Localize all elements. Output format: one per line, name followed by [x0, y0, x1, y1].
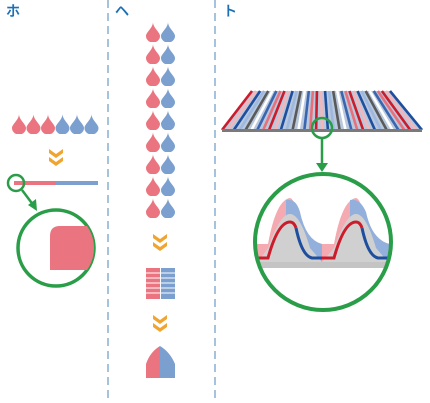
ho-magnifier-arrowhead	[28, 199, 37, 211]
he-drop-column	[146, 22, 175, 218]
to-stripe	[244, 90, 270, 131]
he-drop-blue	[161, 198, 175, 218]
to-stripe	[384, 90, 418, 131]
to-stripe	[308, 90, 315, 131]
to-stripe	[331, 90, 341, 131]
to-stripe	[261, 90, 282, 131]
to-magnifier-arrowhead	[316, 163, 328, 172]
ho-drop-blue	[84, 114, 99, 134]
he-striped-block	[146, 268, 175, 299]
to-stripe	[376, 90, 406, 131]
to-stripe	[356, 90, 377, 131]
to-stripe	[360, 90, 382, 131]
to-stripe	[327, 90, 336, 131]
he-drop-red	[146, 110, 160, 130]
to-stripe	[372, 90, 400, 131]
to-stripe	[380, 90, 412, 131]
to-stripe	[297, 90, 307, 131]
to-stripe	[285, 90, 298, 131]
he-drop-blue	[161, 176, 175, 196]
ho-magnifier-small	[6, 173, 26, 193]
to-stripe	[335, 90, 347, 131]
he-drop-red	[146, 66, 160, 86]
he-drop-blue	[161, 22, 175, 42]
ho-drop-blue	[55, 114, 70, 134]
to-stripe	[364, 90, 388, 131]
he-drop-blue	[161, 132, 175, 152]
to-stripe	[220, 90, 254, 131]
panel-label-to: ト	[223, 4, 237, 20]
he-drop-red	[146, 132, 160, 152]
to-stripe	[250, 90, 274, 131]
to-stripe	[291, 90, 302, 131]
ho-drop-red	[26, 114, 41, 134]
he-drop-blue	[161, 88, 175, 108]
he-drop-blue	[161, 66, 175, 86]
panel-label-he: ヘ	[115, 4, 129, 20]
ho-drop-row	[12, 114, 99, 134]
he-arrow-icon-2	[153, 315, 167, 332]
he-drop-blue	[161, 154, 175, 174]
to-stripe	[368, 90, 394, 131]
to-stripe	[340, 90, 353, 131]
to-stripe	[323, 90, 330, 131]
to-stripe	[348, 90, 365, 131]
to-stripe	[303, 90, 311, 131]
panel-label-ho: ホ	[6, 4, 20, 20]
to-stripe	[232, 90, 262, 131]
to-stripe	[238, 90, 266, 131]
ho-drop-red	[12, 114, 26, 134]
he-drop-red	[146, 88, 160, 108]
ho-zoom-particle	[50, 226, 94, 270]
he-drop-red	[146, 154, 160, 174]
ho-drop-blue	[70, 114, 84, 134]
to-grooved-surface	[220, 90, 424, 132]
ho-arrow-icon	[49, 149, 63, 166]
he-drop-red	[146, 176, 160, 196]
to-stripe	[314, 90, 319, 131]
to-stripe	[273, 90, 290, 131]
to-stripe	[226, 90, 258, 131]
he-drop-red	[146, 22, 160, 42]
to-stripe	[352, 90, 371, 131]
to-stripe	[279, 90, 294, 131]
he-arrow-icon-1	[153, 234, 167, 251]
ho-thin-layer-red	[14, 181, 56, 185]
to-stripe	[319, 90, 324, 131]
he-drop-red	[146, 198, 160, 218]
he-drop-red	[146, 44, 160, 64]
to-stripe	[388, 90, 424, 131]
to-stripe	[267, 90, 286, 131]
he-dome-red	[146, 346, 160, 378]
ho-thin-layer-blue	[56, 181, 98, 185]
he-dome-blue	[160, 346, 175, 378]
he-drop-blue	[161, 110, 175, 130]
to-stripe	[256, 90, 278, 131]
to-stripe	[344, 90, 359, 131]
to-zoom-circle	[253, 172, 393, 312]
he-drop-blue	[161, 44, 175, 64]
ho-drop-red	[41, 114, 55, 134]
